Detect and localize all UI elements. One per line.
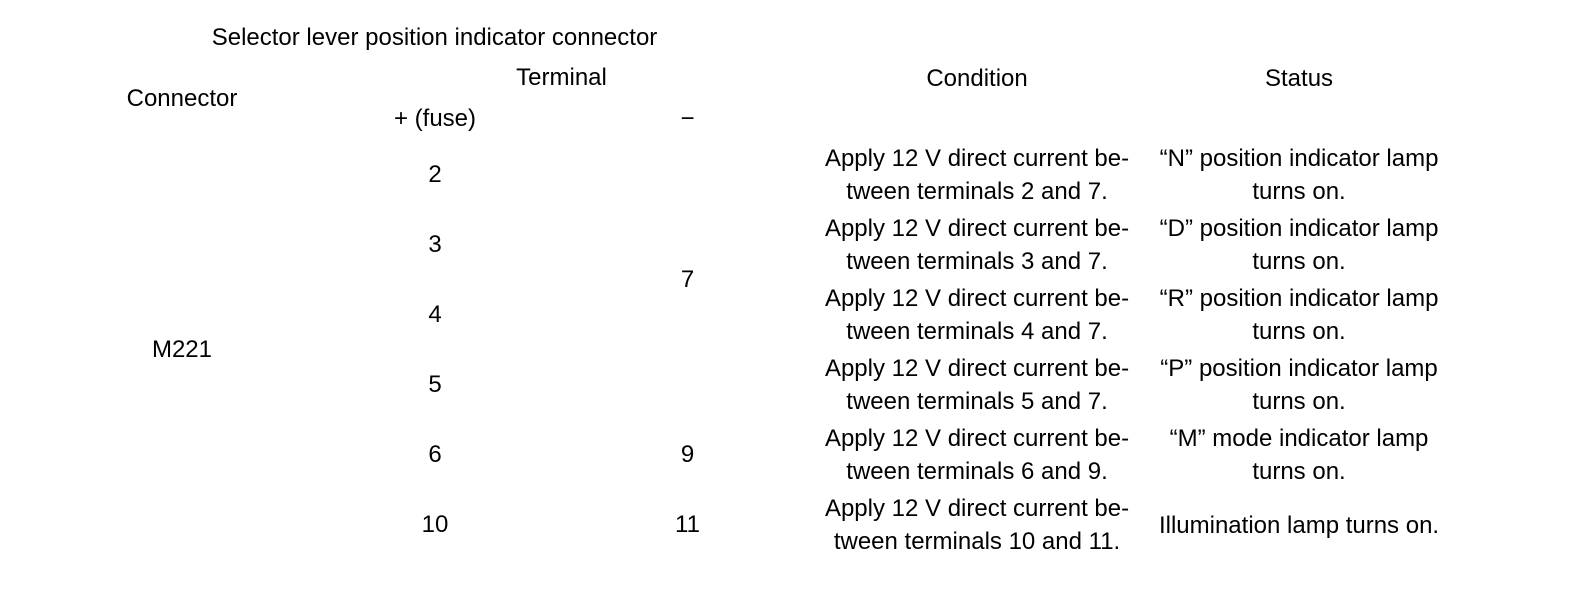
condition-line: tween terminals 4 and 7. xyxy=(846,318,1108,345)
condition-line: tween terminals 2 and 7. xyxy=(846,178,1108,205)
terminal-minus-cell: 9 xyxy=(680,441,695,468)
condition-line: tween terminals 10 and 11. xyxy=(833,528,1121,555)
status-line: turns on. xyxy=(1252,318,1346,345)
connector-cell: M221 xyxy=(151,336,213,363)
header-group-title: Selector lever position indicator connec… xyxy=(211,24,658,51)
status-line: turns on. xyxy=(1252,388,1346,415)
status-line: Illumination lamp turns on. xyxy=(1158,511,1440,539)
table-row: 3 Apply 12 V direct current be- tween te… xyxy=(55,210,1458,280)
table-row: M221 2 7 Apply 12 V direct current be- t… xyxy=(55,140,1458,363)
header-row-terminal: Connector Terminal xyxy=(55,58,1458,112)
status-cell: “D” position indicator lamp turns on. xyxy=(1140,210,1458,280)
condition-cell: Apply 12 V direct current be- tween term… xyxy=(814,350,1140,420)
terminal-plus-cell: 5 xyxy=(428,371,442,398)
header-condition: Condition xyxy=(926,65,1028,92)
terminal-plus-cell: 3 xyxy=(428,231,442,258)
status-line: “P” position indicator lamp xyxy=(1160,355,1438,382)
header-terminal-minus: − xyxy=(680,105,695,132)
header-row-polarity: + (fuse) − xyxy=(55,98,1458,140)
status-cell: “P” position indicator lamp turns on. xyxy=(1140,350,1458,420)
status-line: “N” position indicator lamp xyxy=(1159,145,1439,172)
terminal-check-table-wrap: Selector lever position indicator connec… xyxy=(55,18,1458,560)
condition-line: tween terminals 5 and 7. xyxy=(846,388,1108,415)
status-line: “D” position indicator lamp xyxy=(1159,215,1439,242)
condition-cell: Apply 12 V direct current be- tween term… xyxy=(814,420,1140,490)
terminal-plus-cell: 4 xyxy=(428,301,442,328)
header-terminal: Terminal xyxy=(516,64,607,91)
condition-cell: Apply 12 V direct current be- tween term… xyxy=(814,490,1140,560)
status-line: “M” mode indicator lamp xyxy=(1169,425,1429,452)
condition-line: Apply 12 V direct current be- xyxy=(824,215,1130,242)
status-line: “R” position indicator lamp xyxy=(1159,285,1439,312)
terminal-minus-cell: 7 xyxy=(680,266,695,293)
condition-line: Apply 12 V direct current be- xyxy=(824,425,1130,452)
header-connector: Connector xyxy=(126,85,238,112)
table-row: 10 11 Apply 12 V direct current be- twee… xyxy=(55,490,1458,560)
selector-lever-indicator-table: Selector lever position indicator connec… xyxy=(55,18,1458,560)
condition-line: Apply 12 V direct current be- xyxy=(824,285,1130,312)
status-line: turns on. xyxy=(1252,458,1346,485)
terminal-plus-cell: 10 xyxy=(421,511,449,538)
status-cell: “R” position indicator lamp turns on. xyxy=(1140,280,1458,350)
condition-line: Apply 12 V direct current be- xyxy=(824,495,1130,522)
condition-line: Apply 12 V direct current be- xyxy=(824,145,1130,172)
status-line: turns on. xyxy=(1252,248,1346,275)
header-terminal-plus: + (fuse) xyxy=(393,105,477,132)
terminal-plus-cell: 6 xyxy=(428,441,442,468)
header-status: Status xyxy=(1265,65,1334,92)
condition-line: tween terminals 6 and 9. xyxy=(846,458,1108,485)
condition-line: tween terminals 3 and 7. xyxy=(846,248,1108,275)
terminal-minus-cell: 11 xyxy=(675,511,700,538)
condition-cell: Apply 12 V direct current be- tween term… xyxy=(814,280,1140,350)
condition-cell: Apply 12 V direct current be- tween term… xyxy=(814,210,1140,280)
status-cell: Illumination lamp turns on. xyxy=(1140,490,1458,560)
table-row: 6 9 Apply 12 V direct current be- tween … xyxy=(55,420,1458,490)
status-cell: “M” mode indicator lamp turns on. xyxy=(1140,420,1458,490)
status-line: turns on. xyxy=(1252,178,1346,205)
condition-line: Apply 12 V direct current be- xyxy=(824,355,1130,382)
condition-cell: Apply 12 V direct current be- tween term… xyxy=(814,140,1140,210)
status-cell: “N” position indicator lamp turns on. xyxy=(1140,140,1458,210)
table-row: 5 Apply 12 V direct current be- tween te… xyxy=(55,350,1458,420)
terminal-plus-cell: 2 xyxy=(428,161,442,188)
header-row-group: Selector lever position indicator connec… xyxy=(55,18,1458,92)
table-row: 4 Apply 12 V direct current be- tween te… xyxy=(55,280,1458,350)
